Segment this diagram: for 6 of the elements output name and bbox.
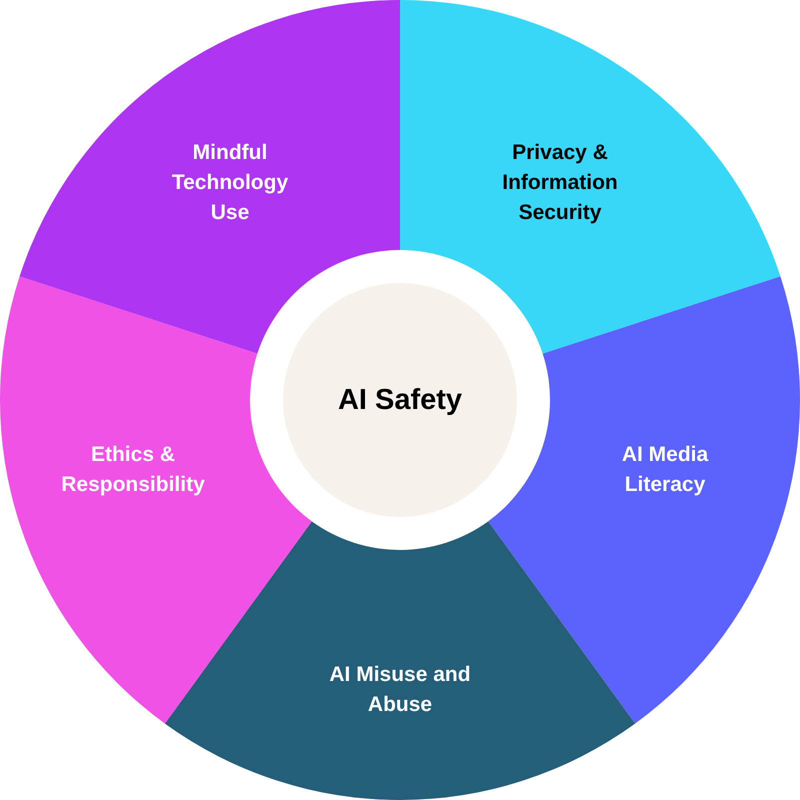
- segment-label: Mindful Technology Use: [170, 140, 290, 226]
- segment-label: Privacy & Information Security: [501, 140, 619, 226]
- segment-label: Ethics & Responsibility: [60, 442, 206, 498]
- center-label: AI Safety: [338, 383, 462, 418]
- segment-label: AI Media Literacy: [620, 442, 710, 498]
- segment-label: AI Misuse and Abuse: [328, 662, 472, 718]
